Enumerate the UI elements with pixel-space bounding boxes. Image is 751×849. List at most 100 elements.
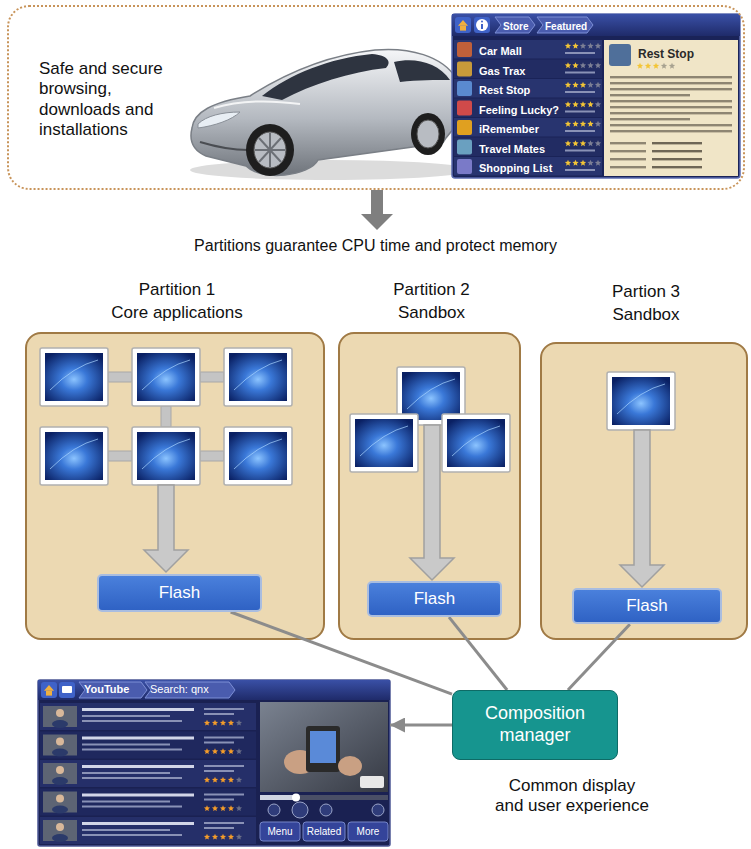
rating-star xyxy=(220,748,226,754)
rating-star xyxy=(653,63,659,69)
screen-glow xyxy=(234,439,282,469)
flash-box: Flash xyxy=(97,574,262,612)
description-line xyxy=(610,94,690,96)
node-text: Travel Mates xyxy=(479,143,565,156)
rating-star xyxy=(228,834,234,840)
rating-star xyxy=(228,777,234,783)
screen-frame xyxy=(350,414,418,472)
node-text: iRemember xyxy=(479,123,565,136)
node-text: Partion 3 xyxy=(522,282,751,302)
rating-star xyxy=(236,777,242,783)
label-slot: Common display and user experience xyxy=(494,776,651,817)
node-text: Featured xyxy=(545,21,593,33)
rating-star xyxy=(228,720,234,726)
car-windshield xyxy=(262,54,389,100)
control-button xyxy=(320,804,332,816)
review-count-line xyxy=(565,169,595,171)
description-line xyxy=(82,801,170,803)
node-text: Sandbox xyxy=(320,303,543,323)
screen-glow xyxy=(407,379,455,409)
car-rim xyxy=(254,132,286,168)
screen-background xyxy=(452,14,740,178)
top-bar xyxy=(38,680,390,700)
screen-image xyxy=(45,432,103,480)
breadcrumb-tab xyxy=(79,682,147,698)
description-line xyxy=(82,806,182,808)
info-line xyxy=(652,142,702,144)
youtube-screen-art xyxy=(38,680,390,846)
text-slot: More xyxy=(348,822,388,841)
car-illustration xyxy=(190,49,470,180)
node-text: Car Mall xyxy=(479,45,565,58)
video-thumbnail xyxy=(43,706,77,727)
rating-star xyxy=(220,720,226,726)
text-slot: Flash xyxy=(369,583,500,615)
label-slot: Partitions guarantee CPU time and protec… xyxy=(0,236,751,255)
car-headlight xyxy=(198,112,240,128)
rating-star xyxy=(212,805,218,811)
screen-glow xyxy=(142,439,190,469)
block-arrow xyxy=(144,485,188,572)
screen-frame xyxy=(132,427,200,485)
description-line xyxy=(610,130,732,132)
car-highlight xyxy=(214,101,300,108)
car-wheel xyxy=(411,113,445,155)
description-line xyxy=(82,772,170,774)
screen-image xyxy=(137,353,195,401)
screen-image xyxy=(229,432,287,480)
rating-star xyxy=(565,140,571,146)
rating-star xyxy=(595,121,601,127)
control-button xyxy=(372,804,384,816)
rating-star xyxy=(572,160,578,166)
icon-button xyxy=(474,17,490,33)
title-line xyxy=(82,794,194,797)
connector xyxy=(390,724,452,727)
screen-link xyxy=(161,406,171,427)
partition-box: Partion 3SandboxFlash xyxy=(540,342,748,640)
seek-handle xyxy=(292,794,300,802)
node-text: Store xyxy=(503,21,543,33)
info-line xyxy=(652,150,702,152)
list-row xyxy=(40,760,256,787)
list-row xyxy=(40,703,256,730)
screen-link xyxy=(108,372,132,382)
youtube-screen: YouTubeSearch: qnxMenuRelatedMore xyxy=(38,680,390,846)
info-icon-dot xyxy=(481,21,483,23)
text-slot: Partition 1 xyxy=(7,280,347,300)
rating-star xyxy=(580,62,586,68)
text-slot: Related xyxy=(303,822,345,841)
screen-frame xyxy=(607,372,675,430)
screen-glow xyxy=(142,360,190,390)
composition-manager-box: Composition manager xyxy=(452,690,618,760)
text-slot: YouTube xyxy=(84,683,146,696)
node-text: Gas Trax xyxy=(479,65,565,78)
home-body xyxy=(46,691,52,696)
seek-progress xyxy=(260,795,296,800)
rating-star xyxy=(236,805,242,811)
rating-star xyxy=(212,720,218,726)
text-slot: Composition manager xyxy=(453,691,617,759)
text-slot: Store xyxy=(503,21,543,33)
rating-star xyxy=(587,62,593,68)
info-line xyxy=(652,166,702,168)
menu-button xyxy=(303,822,345,841)
screen-link xyxy=(200,451,224,461)
node-text: Core applications xyxy=(7,303,347,323)
rating-star xyxy=(572,62,578,68)
node-text: Partition 1 xyxy=(7,280,347,300)
text-slot: Partion 3 xyxy=(522,282,751,302)
text-slot: Search: qnx xyxy=(150,683,234,696)
rating-star xyxy=(565,82,571,88)
rating-star xyxy=(565,43,571,49)
text-slot: Car Mall xyxy=(479,45,565,58)
app-icon xyxy=(457,120,472,135)
icon-button xyxy=(59,682,75,698)
info-icon xyxy=(476,19,488,31)
stats-line xyxy=(204,822,244,824)
screen-frame xyxy=(224,348,292,406)
text-slot: Flash xyxy=(574,590,720,622)
description-line xyxy=(610,124,732,126)
video-hand xyxy=(338,756,362,776)
